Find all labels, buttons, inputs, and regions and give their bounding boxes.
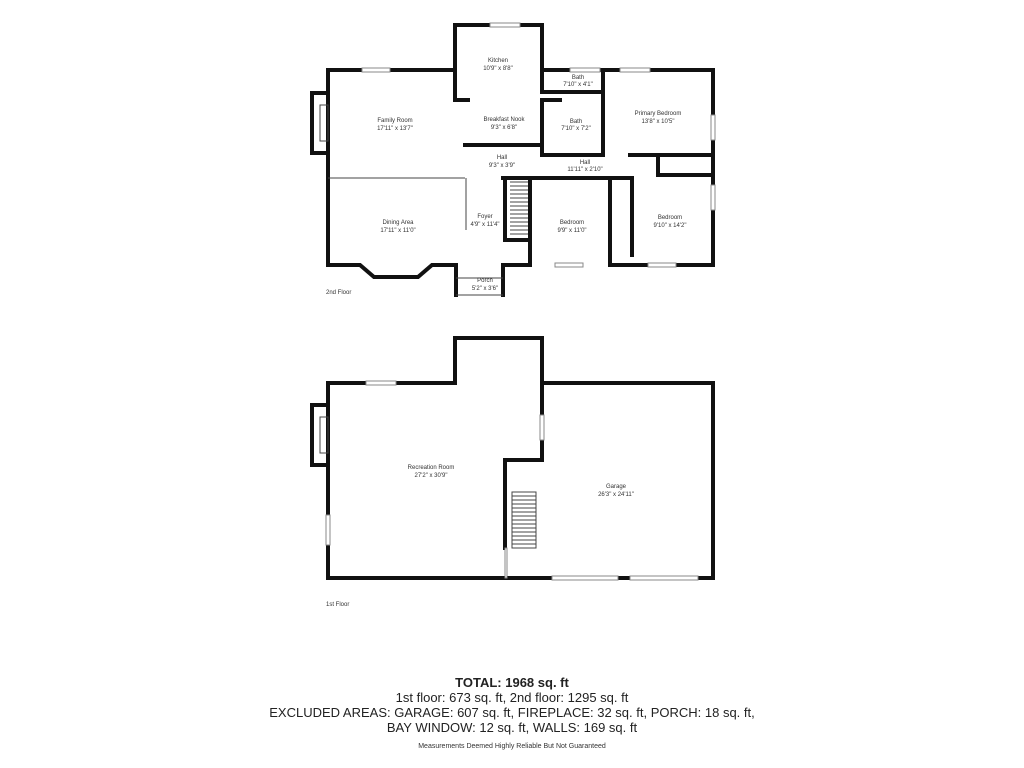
porch-name: Porch [477,278,493,284]
second-floor-stairs [510,181,528,235]
hall-left-dim: 9'3" x 3'9" [489,163,515,169]
bedroom-right-name: Bedroom [658,215,682,221]
garage-name: Garage [606,484,627,490]
kitchen-name: Kitchen [488,58,508,64]
breakfast-nook-name: Breakfast Nook [483,117,525,123]
fireplace-icon [310,91,330,155]
hall-left-name: Hall [497,155,507,161]
primary-bedroom-dim: 13'8" x 10'5" [642,119,675,125]
bedroom-right-dim: 9'10" x 14'2" [654,223,687,229]
bath-top-name: Bath [572,75,584,81]
dining-area-name: Dining Area [382,220,414,226]
bath-mid-dim: 7'10" x 7'2" [561,126,591,132]
excluded-areas-continued: BAY WINDOW: 12 sq. ft, WALLS: 169 sq. ft [386,720,638,735]
floor-areas: 1st floor: 673 sq. ft, 2nd floor: 1295 s… [395,690,629,705]
dining-area-dim: 17'11" x 11'0" [380,228,415,234]
family-room-dim: 17'11" x 13'7" [377,126,413,132]
porch-dim: 5'2" x 3'6" [472,286,498,292]
fireplace-icon [310,403,330,467]
total-area: TOTAL: 1968 sq. ft [455,675,569,690]
hall-right-dim: 11'11" x 2'10" [567,167,602,173]
excluded-areas: EXCLUDED AREAS: GARAGE: 607 sq. ft, FIRE… [269,705,755,720]
recreation-room-name: Recreation Room [408,465,455,471]
hall-right-name: Hall [580,160,590,166]
second-floor-plan: Kitchen 10'9" x 8'8" Breakfast Nook 9'3"… [310,22,716,297]
disclaimer: Measurements Deemed Highly Reliable But … [418,743,606,750]
bath-top-dim: 7'10" x 4'1" [563,82,593,88]
foyer-dim: 4'9" x 11'4" [470,222,499,228]
garage-dim: 26'3" x 24'11" [598,492,634,498]
primary-bedroom-name: Primary Bedroom [635,111,682,117]
kitchen-dim: 10'9" x 8'8" [483,66,513,72]
breakfast-nook-dim: 9'3" x 6'8" [491,125,517,131]
family-room-name: Family Room [377,118,412,124]
first-floor-plan: Recreation Room 27'2" x 30'9" Garage 26'… [310,336,715,608]
first-floor-stairs [511,491,537,549]
first-floor-label: 1st Floor [326,602,349,608]
bath-mid-name: Bath [570,119,582,125]
bedroom-mid-name: Bedroom [560,220,584,226]
second-floor-label: 2nd Floor [326,290,351,296]
recreation-room-dim: 27'2" x 30'9" [415,473,448,479]
foyer-name: Foyer [477,214,492,220]
bedroom-mid-dim: 9'9" x 11'0" [557,228,586,234]
